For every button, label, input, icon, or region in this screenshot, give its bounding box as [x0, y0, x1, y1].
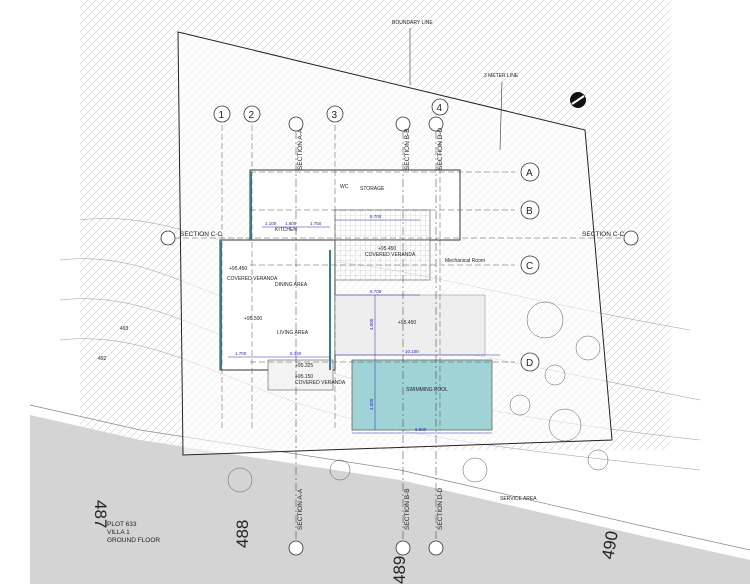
grid-d: D [526, 358, 533, 369]
front-veranda [267, 359, 334, 391]
grid-4: 4 [437, 103, 443, 114]
veranda-label-3: COVERED VERANDA [295, 380, 346, 386]
covered-veranda-area [334, 209, 431, 281]
north-arrow-needle [571, 95, 585, 105]
three-meter-leader [499, 81, 503, 151]
section-cc-left: SECTION C-C [180, 231, 223, 238]
road-edge [29, 404, 750, 551]
three-meter-line-label: 3 METER LINE [484, 73, 519, 79]
villa-label: VILLA 1 [107, 529, 130, 536]
mechanical-label: Mechanical Room [445, 258, 485, 264]
floor-label: GROUND FLOOR [107, 537, 160, 544]
level: +95.450 [378, 246, 396, 252]
dimension: 1.700 [235, 351, 247, 356]
dimension: 5.350 [290, 351, 302, 356]
grid-1: 1 [219, 110, 225, 121]
walls [220, 172, 331, 370]
section-bb-top: SECTION B-B [404, 128, 411, 170]
section-markers [160, 116, 639, 556]
storage-label: STORAGE [360, 186, 385, 192]
dimension: 10.100 [405, 349, 419, 354]
dining-label: DINING AREA [275, 282, 308, 288]
level: +95.450 [229, 266, 247, 272]
level: +95.325 [295, 363, 313, 369]
contour-493: 493 [120, 326, 129, 332]
grid-a: A [526, 168, 533, 179]
section-lines [295, 131, 437, 541]
road [30, 415, 750, 584]
dimension: 4.000 [369, 398, 374, 410]
grid-b: B [526, 206, 533, 217]
dimension: 1.600 [285, 221, 297, 226]
dimension: 4.000 [369, 318, 374, 330]
contour-487: 487 [91, 500, 110, 528]
section-dd-top: SECTION D-D [437, 127, 444, 170]
grid-c: C [526, 261, 533, 272]
dimension: 1.100 [265, 221, 277, 226]
kitchen-label: KITCHEN [275, 227, 297, 233]
grid-lines [165, 125, 625, 430]
contour-489: 489 [390, 556, 409, 584]
contour-492: 492 [98, 356, 107, 362]
section-cc-right: SECTION C-C [582, 231, 625, 238]
veranda-label-2: COVERED VERANDA [227, 276, 278, 282]
section-bb-bottom: SECTION B-B [404, 488, 411, 530]
level: +95.150 [295, 374, 313, 380]
grid-bubbles-numbers [213, 98, 540, 372]
living-label: LIVING AREA [277, 330, 309, 336]
level: +95.450 [398, 320, 416, 326]
trees [227, 301, 609, 493]
boundary-line-label: BOUNDARY LINE [392, 20, 433, 26]
wc-label: WC [340, 184, 349, 190]
dimension: 6.700 [370, 289, 382, 294]
swimming-pool [351, 359, 493, 431]
section-aa-bottom: SECTION A-A [297, 488, 304, 530]
service-area-label: SERVICE AREA [500, 496, 537, 502]
dimension: 6.700 [370, 214, 382, 219]
dimension-lines [228, 219, 500, 434]
grid-2: 2 [249, 110, 255, 121]
level: +95.500 [244, 316, 262, 322]
dimension: 6.500 [415, 427, 427, 432]
veranda-label: COVERED VERANDA [365, 252, 416, 258]
house-lower [219, 239, 336, 371]
section-aa-top: SECTION A-A [297, 128, 304, 170]
pool-label: SWIMMING POOL [406, 387, 448, 393]
plot-label: PLOT 633 [107, 521, 137, 528]
section-dd-bottom: SECTION D-D [437, 487, 444, 530]
contour-490: 490 [598, 529, 622, 560]
grid-3: 3 [332, 110, 338, 121]
dimension: 1.750 [310, 221, 322, 226]
contour-488: 488 [233, 520, 252, 548]
